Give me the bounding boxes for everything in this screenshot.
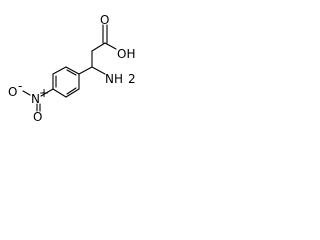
ring-double-bond (66, 69, 77, 76)
nitro-oxygen-left-label: O (8, 85, 17, 99)
amino-label: NH (105, 72, 123, 86)
side-chain (22, 24, 117, 112)
bond-c-to-oh (104, 42, 117, 50)
benzene-ring (52, 66, 80, 98)
ring-double-bond (66, 87, 77, 95)
ring-bond (65, 88, 80, 98)
ring-bond (52, 88, 67, 98)
ring-bond (65, 66, 80, 75)
bond-ch2-to-carbonyl (91, 42, 106, 52)
structure-diagram: O OH NH 2 O - N + O (0, 0, 145, 122)
amino-subscript: 2 (128, 72, 136, 86)
nitro-oxygen-bottom-label: O (33, 110, 42, 122)
bond-ring-to-nitro (40, 88, 54, 97)
bond-n-to-o-left (22, 90, 31, 96)
ring-bond (52, 66, 67, 75)
bond-ring-to-ch (78, 66, 93, 75)
nitro-nitrogen-charge: + (39, 86, 49, 100)
bond-ch-to-nh2 (91, 66, 106, 75)
carbonyl-oxygen-label: O (100, 13, 109, 27)
hydroxyl-label: OH (117, 47, 135, 61)
nitro-nitrogen-label: N (31, 92, 40, 106)
nitro-oxygen-left-charge: - (18, 79, 22, 93)
molecule-drawing: O OH NH 2 O - N + O (8, 13, 136, 122)
